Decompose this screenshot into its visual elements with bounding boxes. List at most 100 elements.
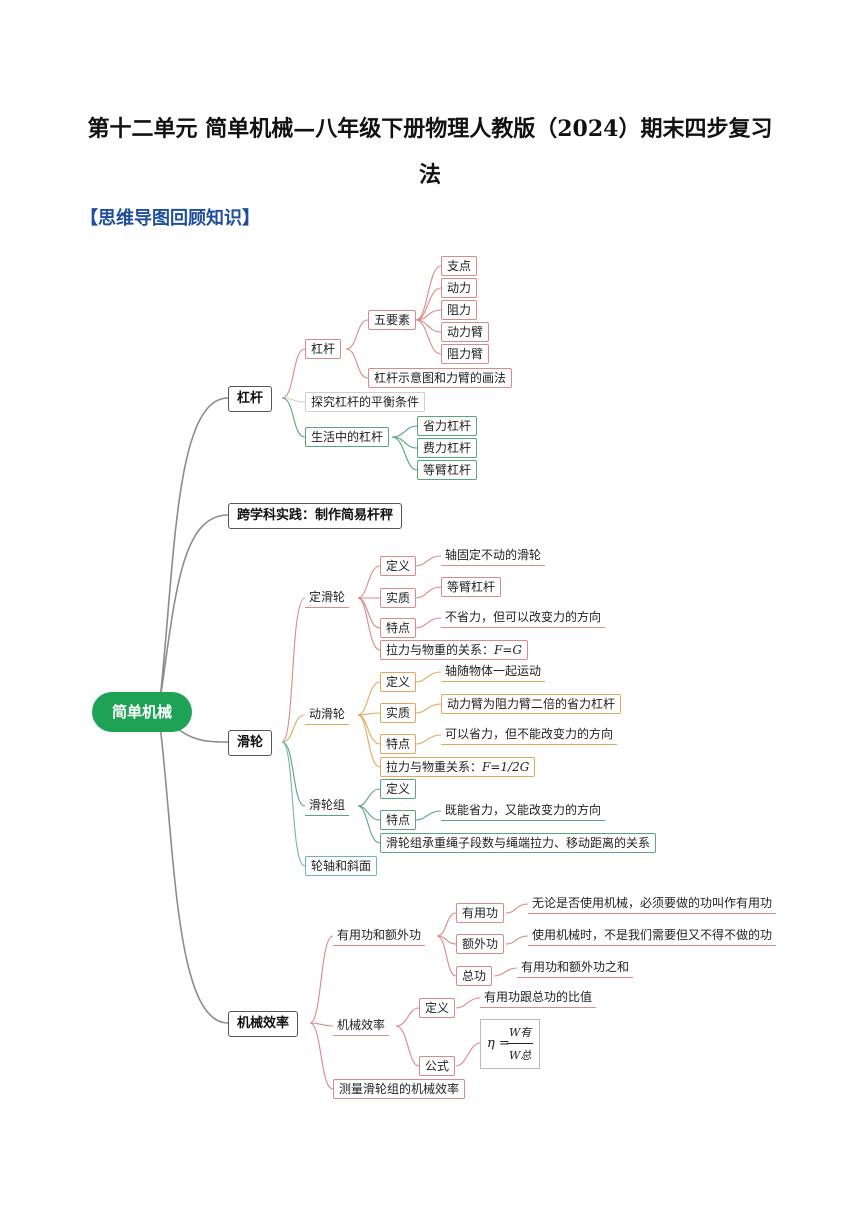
node-measure-efficiency: 测量滑轮组的机械效率 [333,1079,466,1099]
connector-element-2 [415,309,442,321]
node-block-feature: 特点 [380,810,417,830]
node-fixed-pulley: 定滑轮 [305,590,350,608]
fixed-relation-formula: F=G [494,643,522,657]
efficiency-formula-box: η = W有 W总 [480,1019,540,1069]
node-movable-def-text: 轴随物体一起运动 [441,664,546,682]
movable-relation-prefix: 拉力与物重关系： [386,760,483,774]
connector-life-2 [391,436,418,471]
efficiency-branches [309,903,529,1090]
node-movable-feature-text: 可以省力，但不能改变力的方向 [441,727,618,745]
node-work: 有用功和额外功 [333,928,426,946]
node-lever-drawing: 杠杆示意图和力臂的画法 [368,368,513,388]
connector-eff-formula [395,1025,420,1067]
formula-denominator: W总 [509,1049,532,1062]
connector-movable-feature-text [415,734,442,745]
connector-life-0 [391,425,418,438]
formula-eta: η = [487,1036,510,1051]
connector-fixed-relation [357,597,381,651]
node-eff-def: 定义 [419,998,456,1018]
connector-root-lever [159,397,229,701]
connector-useful-text [505,903,529,914]
node-fixed-def: 定义 [380,556,417,576]
connector-element-0 [415,265,442,321]
connector-fixed-def-text [415,555,442,567]
connector-movable-feature [357,714,381,745]
connector-axle [281,741,306,867]
node-movable-essence-text: 动力臂为阻力臂二倍的省力杠杆 [441,694,622,714]
node-useful-work-text: 无论是否使用机械，必须要做的功叫作有用功 [528,896,777,914]
node-extra-work-text: 使用机械时，不是我们需要但又不得不做的功 [528,928,777,946]
node-fixed-essence-text: 等臂杠杆 [441,577,502,597]
connector-block-relation [357,805,381,844]
title-line-1: 第十二单元 简单机械—八年级下册物理人教版（2024）期末四步复习 [87,116,773,142]
connector-block-feature-text [415,810,442,821]
node-fixed-feature: 特点 [380,618,417,638]
node-block-feature-text: 既能省力，又能改变力的方向 [441,803,606,821]
node-lever-effort-saving: 省力杠杆 [417,416,478,436]
node-extra-work: 额外功 [456,934,505,954]
connector-movable-essence-text [415,703,442,714]
connector-drawing [345,348,369,379]
connector-work [309,935,334,1024]
node-movable-pulley: 动滑轮 [305,707,350,725]
pulley-branches [281,555,442,867]
connector-lever-life [281,397,306,438]
connector-eff-formula-box [455,1042,481,1067]
branch-efficiency: 机械效率 [228,1011,299,1037]
node-element-resistance-arm: 阻力臂 [441,344,490,364]
connector-lever-sub [281,348,306,399]
connector-element-4 [415,319,442,355]
connector-movable-relation [357,714,381,768]
connector-fixed-def [357,565,381,599]
node-lever-life: 生活中的杠杆 [305,427,390,447]
node-element-effort: 动力 [441,278,478,298]
branch-lever: 杠杆 [228,386,273,412]
node-useful-work: 有用功 [456,903,505,923]
connector-fixed [281,597,306,743]
connector-five-elements [345,319,369,350]
connector-block [281,741,306,807]
node-total-work-text: 有用功和额外功之和 [517,960,634,978]
formula-fraction-bar [507,1043,533,1044]
connector-measure [309,1022,334,1090]
formula-numerator: W有 [509,1026,532,1039]
lever-branches [281,265,442,471]
connector-movable-def [357,681,381,716]
document-title: 第十二单元 简单机械—八年级下册物理人教版（2024）期末四步复习 法 [60,106,800,198]
node-element-fulcrum: 支点 [441,256,478,276]
node-movable-essence: 实质 [380,703,417,723]
node-fixed-feature-text: 不省力，但可以改变力的方向 [441,610,606,628]
node-lever-experiment: 探究杠杆的平衡条件 [305,392,426,412]
connector-total [436,935,457,977]
node-fixed-def-text: 轴固定不动的滑轮 [441,548,546,566]
connector-movable-def-text [415,671,442,683]
node-element-resistance: 阻力 [441,300,478,320]
movable-relation-formula: F=1/2G [482,760,530,774]
node-total-work: 总功 [456,966,493,986]
connector-element-1 [415,287,442,321]
node-eff: 机械效率 [333,1018,390,1036]
mindmap-root: 简单机械 [92,692,192,732]
node-fixed-relation: 拉力与物重的关系：F=G [380,640,528,660]
node-block-def: 定义 [380,779,417,799]
fixed-relation-prefix: 拉力与物重的关系： [386,643,495,657]
connector-extra-text [505,935,529,945]
node-eff-def-text: 有用功跟总功的比值 [480,990,597,1008]
branch-practice: 跨学科实践：制作简易杆秤 [228,503,403,529]
connector-root-practice [159,514,229,701]
node-movable-def: 定义 [380,672,417,692]
node-wheel-axle-incline: 轮轴和斜面 [305,856,378,876]
node-five-elements: 五要素 [368,310,417,330]
node-movable-relation: 拉力与物重关系：F=1/2G [380,757,536,777]
connector-movable [281,714,306,743]
connector-block-def [357,788,381,807]
node-pulley-block: 滑轮组 [305,798,350,816]
branch-pulley: 滑轮 [228,730,273,756]
node-element-effort-arm: 动力臂 [441,322,490,342]
node-eff-formula: 公式 [419,1056,456,1076]
connector-root-efficiency [159,724,229,1024]
node-lever-effort-costing: 费力杠杆 [417,438,478,458]
node-block-relation: 滑轮组承重绳子段数与绳端拉力、移动距离的关系 [380,833,657,853]
connector-total-text [493,967,518,977]
